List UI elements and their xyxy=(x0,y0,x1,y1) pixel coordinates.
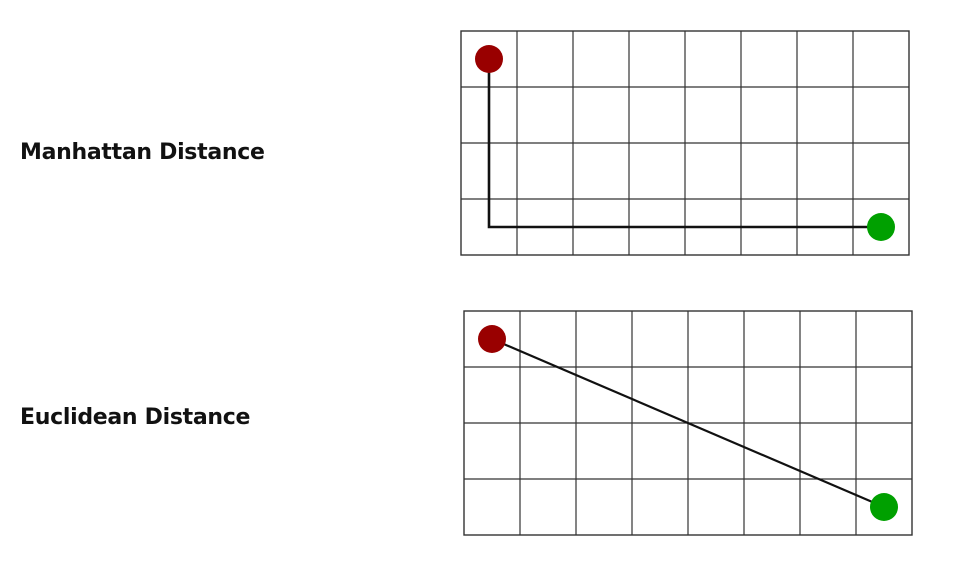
euclidean-distance-label: Euclidean Distance xyxy=(20,405,251,430)
grid xyxy=(463,310,913,536)
euclidean-grid-diagram xyxy=(463,310,913,536)
start-point xyxy=(475,45,503,73)
distance-path xyxy=(487,59,881,229)
start-point xyxy=(478,325,506,353)
distance-path xyxy=(491,337,885,509)
end-point xyxy=(870,493,898,521)
end-point xyxy=(867,213,895,241)
manhattan-grid-diagram xyxy=(460,30,910,256)
grid xyxy=(460,30,910,256)
manhattan-distance-label: Manhattan Distance xyxy=(20,140,265,165)
